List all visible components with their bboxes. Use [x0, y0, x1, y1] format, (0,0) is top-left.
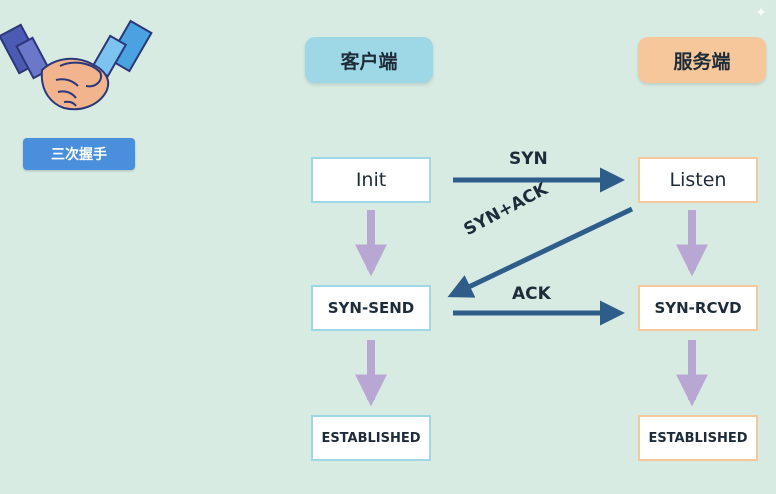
server-state-established: ESTABLISHED: [638, 415, 758, 461]
client-header: 客户端: [305, 37, 433, 83]
syn-label: SYN: [509, 149, 548, 169]
server-header: 服务端: [638, 37, 766, 83]
ack-label: ACK: [512, 284, 551, 304]
client-state-syn-send: SYN-SEND: [311, 285, 431, 331]
corner-watermark-icon: ✦: [755, 5, 767, 21]
client-state-established: ESTABLISHED: [311, 415, 431, 461]
syn-ack-arrow: [447, 206, 634, 298]
client-state-init: Init: [311, 157, 431, 203]
server-state-syn-rcvd: SYN-RCVD: [638, 285, 758, 331]
server-state-listen: Listen: [638, 157, 758, 203]
three-way-handshake-badge: 三次握手: [23, 138, 135, 170]
handshake-icon: [0, 19, 153, 111]
